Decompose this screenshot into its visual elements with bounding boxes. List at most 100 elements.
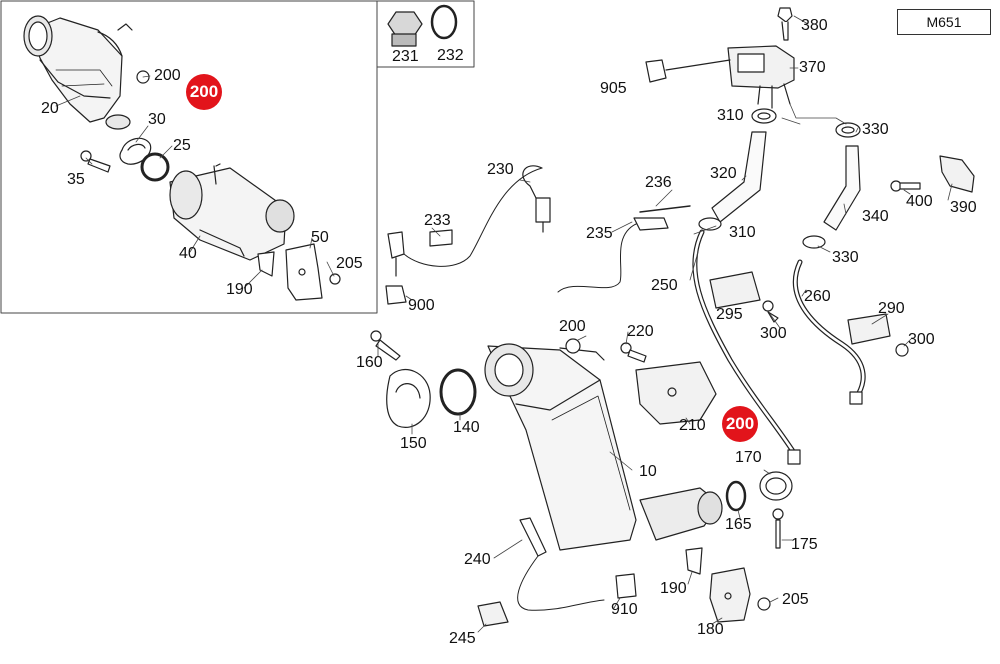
- callout-330[interactable]: 330: [862, 121, 889, 138]
- clamp-30[interactable]: [119, 137, 152, 165]
- screw-plug-231[interactable]: [387, 11, 423, 47]
- bolt-300-b[interactable]: [895, 343, 909, 357]
- particulate-filter-10[interactable]: [484, 343, 723, 551]
- connector-910[interactable]: [615, 573, 637, 599]
- gasket-165[interactable]: [725, 480, 747, 512]
- callout-370[interactable]: 370: [799, 59, 826, 76]
- bracket-390[interactable]: [939, 155, 975, 193]
- callout-236[interactable]: 236: [645, 174, 672, 191]
- bracket-190-inset[interactable]: [257, 251, 275, 277]
- pipe-260[interactable]: [792, 259, 866, 405]
- callout-260[interactable]: 260: [804, 288, 831, 305]
- nut-200-main[interactable]: [565, 338, 581, 354]
- clamp-310-upper[interactable]: [751, 108, 777, 124]
- sensor-hose-link: [789, 103, 847, 125]
- callout-295[interactable]: 295: [716, 306, 743, 323]
- callout-245[interactable]: 245: [449, 630, 476, 647]
- highlight-badge-main[interactable]: 200: [722, 406, 758, 442]
- callout-50[interactable]: 50: [311, 229, 329, 246]
- leader-lines-inset: [55, 75, 335, 289]
- clamp-310-lower[interactable]: [698, 217, 722, 231]
- callout-231[interactable]: 231: [392, 48, 419, 65]
- lambda-sensor-230[interactable]: [522, 165, 551, 233]
- clamp-150[interactable]: [386, 368, 431, 428]
- bolt-175[interactable]: [772, 508, 784, 549]
- bracket-290[interactable]: [847, 313, 891, 345]
- bolt-220[interactable]: [620, 342, 647, 363]
- callout-25[interactable]: 25: [173, 137, 191, 154]
- callout-310-lower[interactable]: 310: [729, 224, 756, 241]
- callout-170[interactable]: 170: [735, 449, 762, 466]
- callout-290[interactable]: 290: [878, 300, 905, 317]
- hose-340[interactable]: [823, 145, 861, 231]
- heat-shield-295[interactable]: [709, 271, 761, 309]
- callout-240[interactable]: 240: [464, 551, 491, 568]
- callout-300[interactable]: 300: [760, 325, 787, 342]
- bolt-380[interactable]: [777, 7, 793, 41]
- callout-205[interactable]: 205: [336, 255, 363, 272]
- callout-380[interactable]: 380: [801, 17, 828, 34]
- callout-910[interactable]: 910: [611, 601, 638, 618]
- gasket-140[interactable]: [439, 368, 477, 416]
- gasket-25[interactable]: [140, 152, 170, 182]
- callout-900[interactable]: 900: [408, 297, 435, 314]
- nut-205-main[interactable]: [757, 597, 771, 611]
- bracket-180[interactable]: [709, 567, 751, 623]
- callout-400[interactable]: 400: [906, 193, 933, 210]
- callout-175[interactable]: 175: [791, 536, 818, 553]
- callout-250[interactable]: 250: [651, 277, 678, 294]
- callout-230[interactable]: 230: [487, 161, 514, 178]
- pipe-250[interactable]: [692, 229, 801, 465]
- callout-200-main[interactable]: 200: [559, 318, 586, 335]
- callout-390[interactable]: 390: [950, 199, 977, 216]
- bracket-190-main[interactable]: [685, 547, 703, 575]
- callout-340[interactable]: 340: [862, 208, 889, 225]
- callout-180[interactable]: 180: [697, 621, 724, 638]
- holder-245[interactable]: [477, 601, 509, 627]
- callout-200[interactable]: 200: [154, 67, 181, 84]
- temperature-sensor-240[interactable]: [519, 517, 547, 557]
- highlight-badge-inset[interactable]: 200: [186, 74, 222, 110]
- bracket-210[interactable]: [635, 361, 717, 425]
- callout-320[interactable]: 320: [710, 165, 737, 182]
- callout-140[interactable]: 140: [453, 419, 480, 436]
- callout-330-lower[interactable]: 330: [832, 249, 859, 266]
- temperature-sensor-235[interactable]: [633, 217, 669, 231]
- clamp-330-lower[interactable]: [802, 235, 826, 249]
- clamp-170[interactable]: [759, 471, 793, 501]
- seal-ring-232[interactable]: [430, 4, 458, 40]
- callout-300-b[interactable]: 300: [908, 331, 935, 348]
- callout-35[interactable]: 35: [67, 171, 85, 188]
- callout-30[interactable]: 30: [148, 111, 166, 128]
- nut-205-inset[interactable]: [329, 273, 341, 285]
- callout-220[interactable]: 220: [627, 323, 654, 340]
- callout-235[interactable]: 235: [586, 225, 613, 242]
- callout-210[interactable]: 210: [679, 417, 706, 434]
- connector-905[interactable]: [645, 59, 731, 83]
- callout-232[interactable]: 232: [437, 47, 464, 64]
- callout-310[interactable]: 310: [717, 107, 744, 124]
- callout-20[interactable]: 20: [41, 100, 59, 117]
- bolt-300-a[interactable]: [762, 300, 779, 323]
- callout-165[interactable]: 165: [725, 516, 752, 533]
- connector-900-harness[interactable]: [387, 231, 405, 277]
- bracket-50[interactable]: [285, 243, 323, 301]
- catalytic-converter-upper[interactable]: [23, 15, 133, 130]
- connector-233[interactable]: [429, 229, 453, 247]
- pressure-sensor-370[interactable]: [727, 45, 795, 109]
- callout-205-main[interactable]: 205: [782, 591, 809, 608]
- callout-160[interactable]: 160: [356, 354, 383, 371]
- callout-190-main[interactable]: 190: [660, 580, 687, 597]
- connector-900[interactable]: [385, 285, 407, 305]
- clamp-330-upper[interactable]: [835, 122, 861, 138]
- bolt-400[interactable]: [890, 180, 921, 192]
- callout-905[interactable]: 905: [600, 80, 627, 97]
- bolt-35[interactable]: [80, 150, 111, 173]
- callout-190[interactable]: 190: [226, 281, 253, 298]
- callout-233[interactable]: 233: [424, 212, 451, 229]
- bolt-160[interactable]: [370, 330, 401, 361]
- callout-40[interactable]: 40: [179, 245, 197, 262]
- callout-150[interactable]: 150: [400, 435, 427, 452]
- callout-10[interactable]: 10: [639, 463, 657, 480]
